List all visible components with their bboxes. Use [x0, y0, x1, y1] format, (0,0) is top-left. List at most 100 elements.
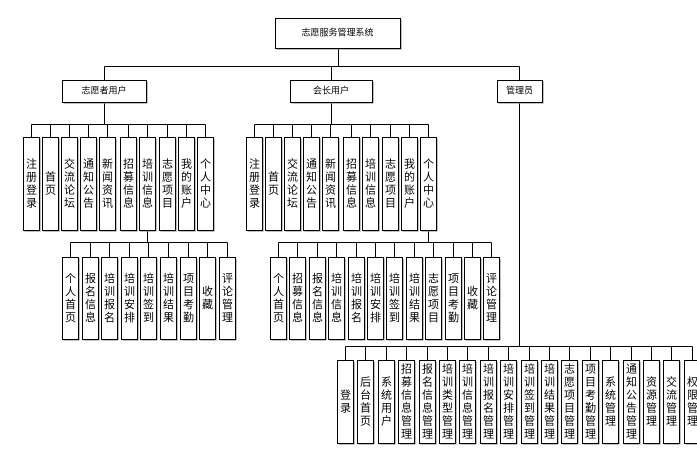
box-frame — [328, 257, 345, 340]
label-char: 页 — [360, 415, 371, 428]
label-char: 信 — [346, 184, 357, 197]
box-frame — [61, 137, 78, 231]
label-char: 训 — [442, 376, 453, 389]
label-char: 新 — [102, 157, 113, 171]
label-char: 管 — [483, 414, 494, 428]
label-char: 收 — [202, 284, 213, 298]
label-char: 训 — [389, 285, 400, 298]
node-label: 系统用户 — [381, 376, 392, 428]
label-char: 志 — [428, 272, 439, 285]
label-char: 志 — [385, 158, 396, 171]
label-char: 招 — [123, 157, 134, 171]
node-label: 资源管理 — [646, 376, 657, 428]
connector-lines — [31, 48, 693, 361]
box-frame — [561, 360, 578, 444]
box-frame — [99, 137, 116, 231]
label-char: 息 — [312, 310, 323, 324]
node-label: 权限管理 — [687, 376, 697, 428]
label-char: 理 — [687, 415, 697, 428]
label-char: 论 — [486, 284, 497, 298]
label-char: 注 — [26, 157, 37, 171]
box-frame — [62, 80, 147, 103]
node-label: 培训报名管理 — [483, 362, 494, 441]
module-node: 我的账户 — [178, 137, 196, 232]
module-node: 交流管理 — [663, 360, 681, 445]
label-char: 理 — [524, 428, 535, 441]
label-char: 知 — [306, 170, 317, 184]
node-label: 登录 — [340, 388, 351, 415]
label-char: 果 — [409, 311, 420, 324]
label-char: 统 — [605, 389, 616, 402]
box-frame — [246, 137, 263, 231]
label-char: 报 — [422, 362, 433, 376]
label-char: 理 — [646, 415, 657, 428]
node-label: 培训安排管理 — [503, 362, 514, 441]
label-char: 系 — [605, 376, 616, 389]
node-label: 个人首页 — [273, 272, 284, 324]
label-char: 闻 — [325, 170, 336, 184]
label-char: 心 — [200, 197, 211, 210]
label-char: 排 — [503, 401, 514, 415]
node-label: 招募信息管理 — [401, 362, 412, 441]
label-char: 项 — [564, 389, 575, 402]
node-label: 报名信息 — [312, 271, 323, 324]
box-frame — [500, 360, 517, 444]
label-char: 信 — [331, 298, 342, 311]
label-char: 训 — [544, 376, 555, 389]
module-node: 资源管理 — [643, 360, 661, 445]
label-char: 志 — [162, 158, 173, 171]
module-node: 收藏 — [199, 257, 217, 341]
node-label: 培训报名 — [351, 271, 362, 324]
label-char: 账 — [181, 184, 192, 197]
label-char: 中 — [200, 184, 211, 197]
label-char: 中 — [423, 184, 434, 197]
node-label: 报名信息管理 — [422, 362, 433, 441]
module-node: 新闻资讯 — [99, 137, 117, 232]
module-node: 系统用户 — [378, 360, 396, 445]
label-char: 训 — [524, 376, 535, 389]
label-char: 首 — [273, 297, 284, 311]
label-char: 招 — [346, 157, 357, 171]
module-node: 培训安排 — [367, 257, 385, 341]
box-frame — [401, 137, 418, 231]
label-char: 评 — [222, 272, 233, 285]
label-char: 页 — [268, 184, 279, 197]
label-char: 我 — [404, 158, 415, 171]
label-char: 信 — [312, 298, 323, 311]
label-char: 安 — [124, 297, 135, 311]
label-char: 理 — [442, 428, 453, 441]
node-label: 培训类型管理 — [442, 362, 453, 441]
node-label: 报名信息 — [85, 271, 96, 324]
node-label: 首页 — [268, 170, 279, 197]
label-char: 考 — [585, 389, 596, 402]
label-char: 培 — [370, 271, 381, 285]
label-char: 坛 — [287, 197, 298, 210]
label-char: 通 — [83, 158, 94, 171]
label-char: 管 — [626, 414, 637, 428]
label-char: 息 — [401, 401, 412, 415]
label-char: 安 — [370, 297, 381, 311]
box-frame — [425, 257, 442, 340]
module-node: 培训报名管理 — [480, 360, 498, 445]
label-char: 管 — [544, 414, 555, 428]
label-char: 页 — [273, 311, 284, 324]
box-frame — [439, 360, 456, 444]
label-char: 勤 — [585, 402, 596, 415]
label-char: 名 — [312, 284, 323, 298]
module-node: 报名信息管理 — [419, 360, 437, 445]
label-char: 目 — [183, 285, 194, 298]
label-char: 评 — [486, 272, 497, 285]
label-char: 培 — [544, 362, 555, 376]
label-char: 名 — [422, 375, 433, 389]
node-label: 新闻资讯 — [102, 157, 113, 210]
label-char: 项 — [162, 184, 173, 197]
label-char: 人 — [423, 171, 434, 184]
label-char: 信 — [422, 389, 433, 402]
node-label: 培训安排 — [124, 271, 135, 324]
module-node: 首页 — [42, 137, 60, 232]
label-char: 登 — [26, 183, 37, 197]
box-frame — [62, 257, 79, 340]
box-frame — [219, 257, 236, 340]
node-label: 志愿服务管理系统 — [301, 27, 373, 39]
node-label: 志愿项目 — [385, 158, 396, 210]
